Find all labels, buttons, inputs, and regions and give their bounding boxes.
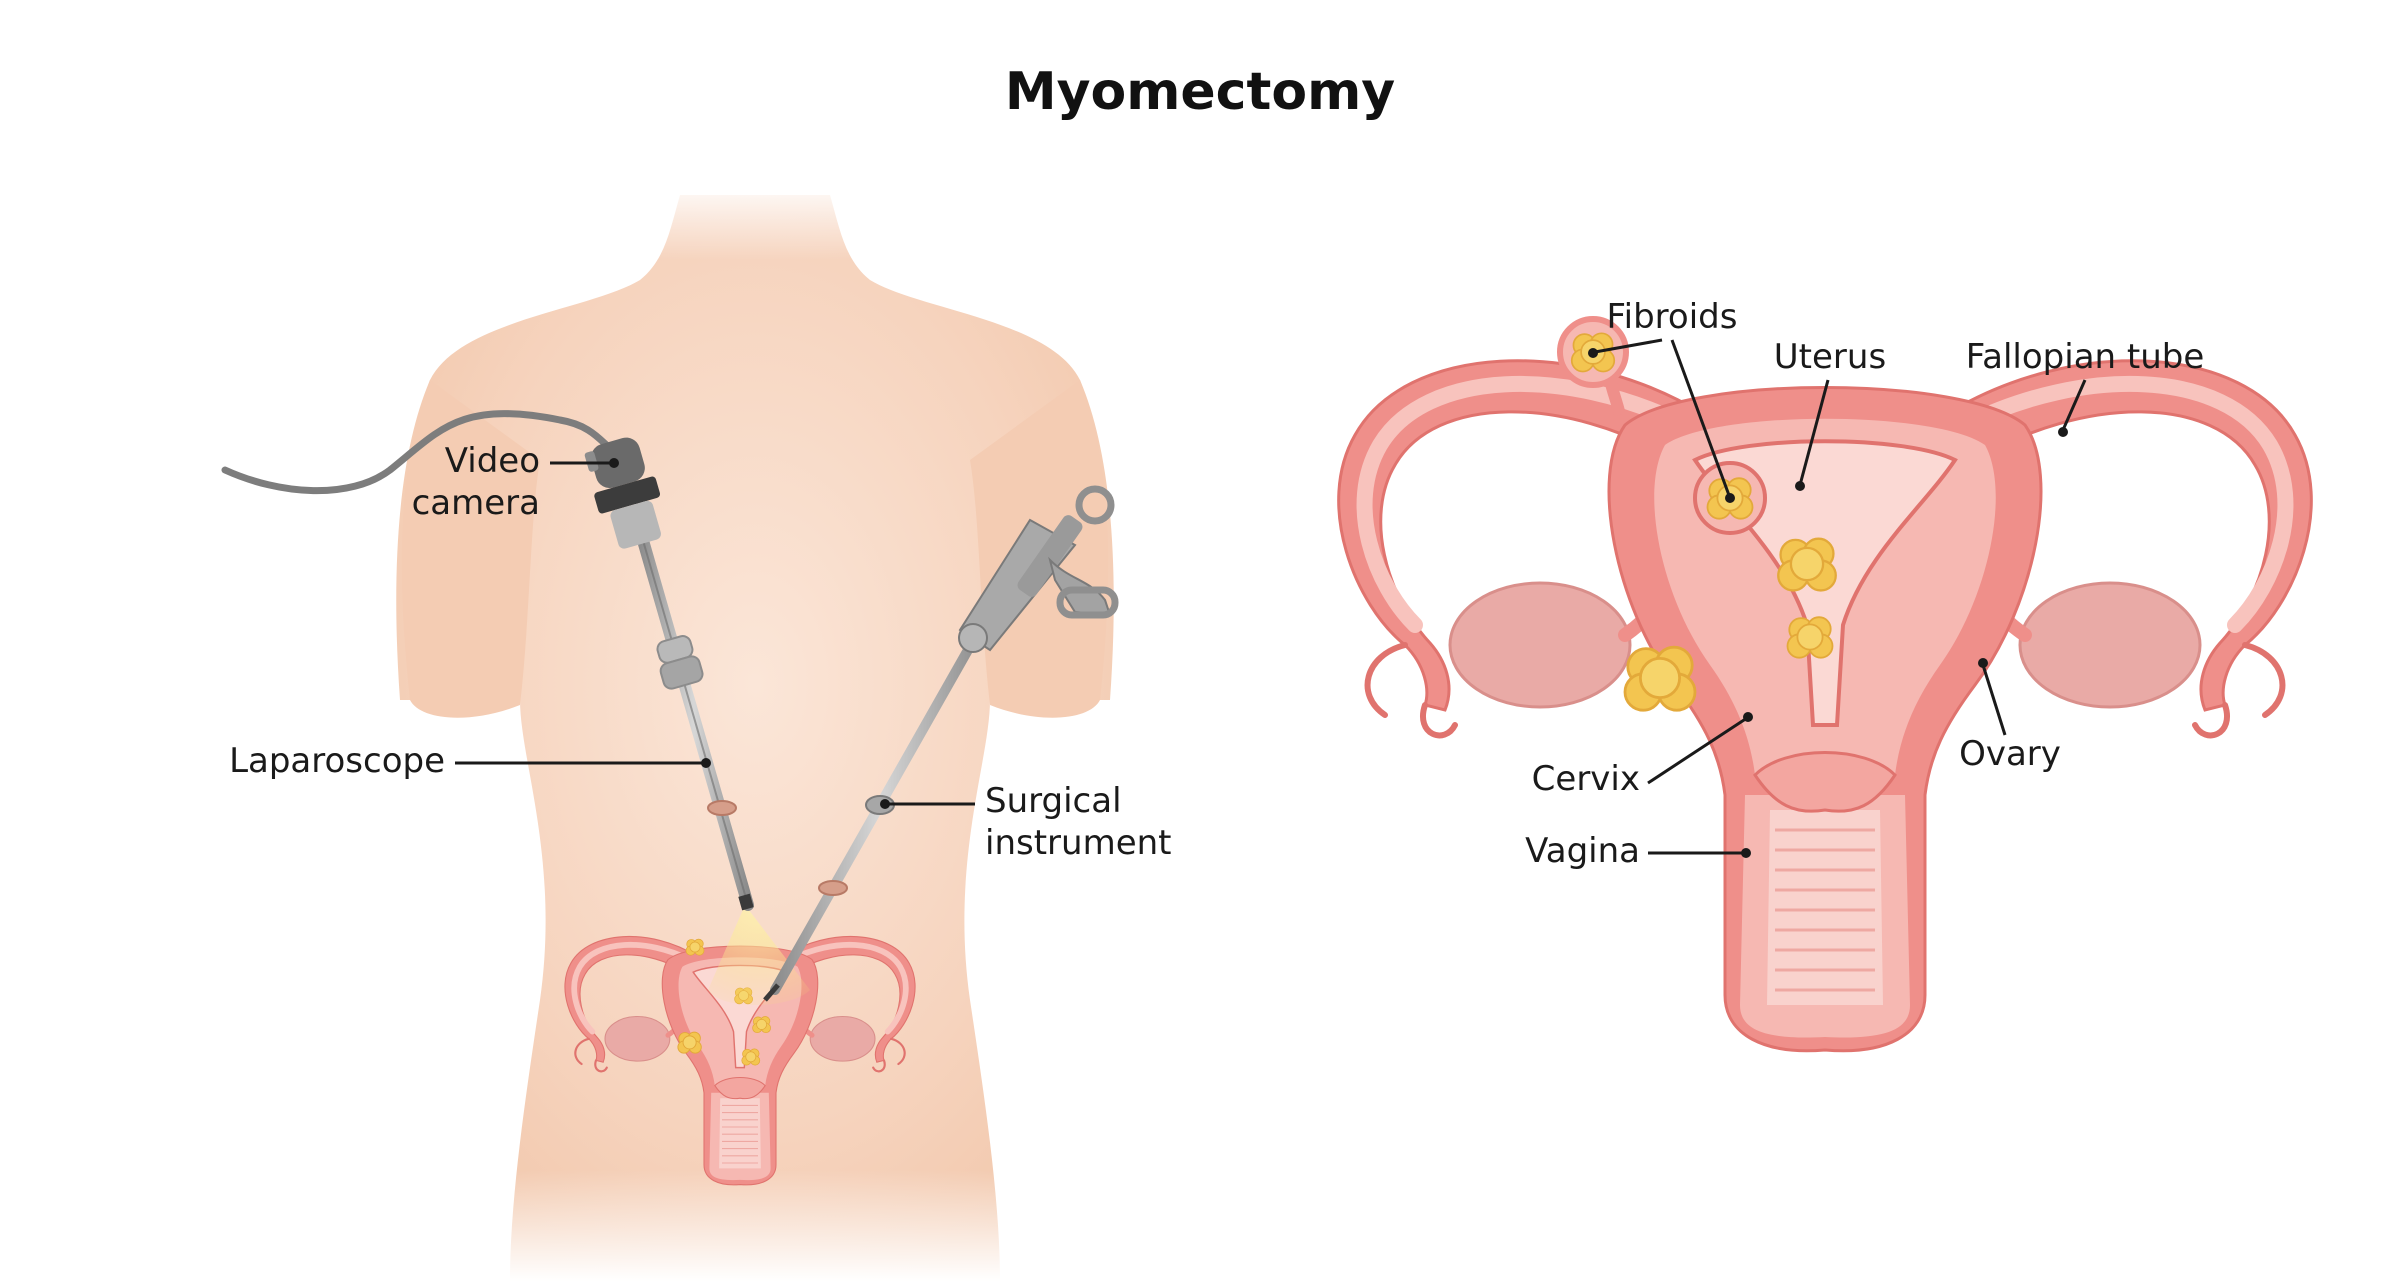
page-title: Myomectomy	[1004, 62, 1396, 122]
surgical-instrument	[763, 485, 1119, 1002]
label-fibroids: Fibroids	[1588, 297, 1737, 503]
camera-cable	[221, 410, 616, 495]
label-fallopian-tube: Fallopian tube	[1966, 337, 2205, 437]
vagina-label: Vagina	[1525, 831, 1640, 871]
large-uterus	[1339, 316, 2312, 1051]
video-camera-label-line1: Video	[445, 441, 540, 481]
label-uterus: Uterus	[1774, 337, 1886, 491]
laparoscope-label: Laparoscope	[229, 741, 445, 781]
cervix-label: Cervix	[1532, 759, 1640, 799]
label-cervix: Cervix	[1532, 712, 1753, 799]
fibroids-label: Fibroids	[1607, 297, 1738, 337]
uterus-label: Uterus	[1774, 337, 1886, 377]
video-camera-label-line2: camera	[412, 483, 540, 523]
surgical-instrument-label-line2: instrument	[985, 823, 1172, 863]
label-surgical-instrument: Surgical instrument	[880, 781, 1172, 863]
label-video-camera: Video camera	[412, 441, 619, 523]
label-vagina: Vagina	[1525, 831, 1751, 871]
surgical-instrument-label-line1: Surgical	[985, 781, 1122, 821]
label-laparoscope: Laparoscope	[229, 741, 711, 781]
label-ovary: Ovary	[1959, 658, 2061, 774]
ovary-label: Ovary	[1959, 734, 2061, 774]
fallopian-tube-label: Fallopian tube	[1966, 337, 2205, 377]
